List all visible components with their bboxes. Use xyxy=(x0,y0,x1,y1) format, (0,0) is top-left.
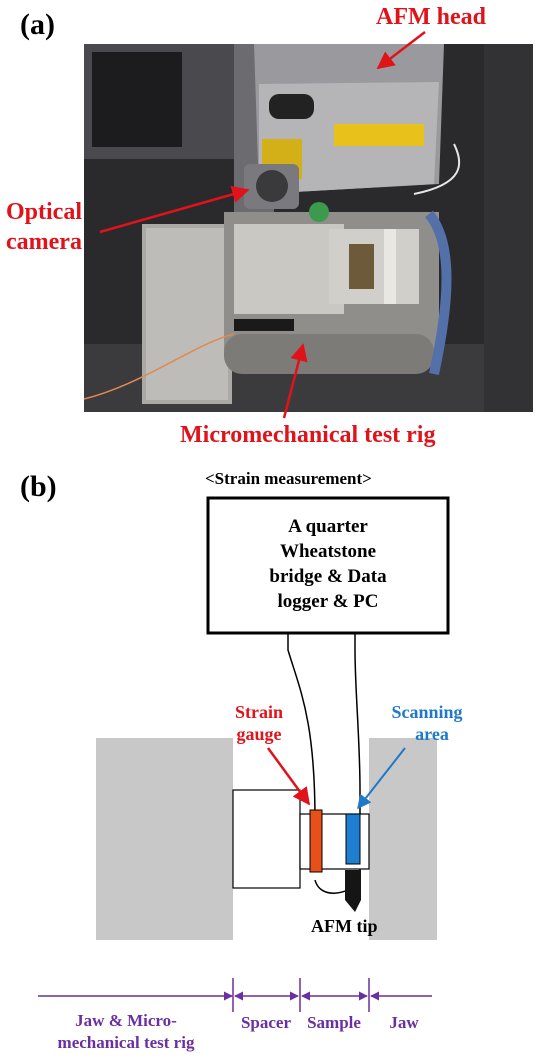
spacer-block xyxy=(232,789,301,889)
data-logger-line2: Wheatstone xyxy=(280,541,376,562)
test-rig-label: Micromechanical test rig xyxy=(180,422,435,448)
strain-measurement-title: <Strain measurement> xyxy=(205,469,372,488)
data-logger-box xyxy=(206,496,450,635)
dim-sample-label: Sample xyxy=(307,1013,361,1032)
optical-camera-arrow xyxy=(99,185,250,234)
strain-gauge xyxy=(309,809,323,873)
optical-camera-label-line1: Optical xyxy=(6,199,82,225)
afm-head-arrow xyxy=(376,31,426,70)
data-logger-line3: bridge & Data xyxy=(269,566,387,587)
scanning-area xyxy=(345,813,361,865)
scanning-area-label-line1: Scanning xyxy=(391,702,462,722)
test-rig-arrow xyxy=(282,343,308,419)
afm-tip-label: AFM tip xyxy=(311,916,378,936)
jaw-left xyxy=(96,738,233,940)
afm-head-label: AFM head xyxy=(376,4,487,30)
wire-left xyxy=(287,633,316,850)
dim-jaw-label: Jaw xyxy=(389,1013,419,1032)
wire-right xyxy=(314,633,361,894)
strain-gauge-arrow xyxy=(266,747,311,806)
afm-tip xyxy=(345,870,361,912)
afm-setup-photo-drawing xyxy=(84,44,533,412)
dim-jaw-micro-label-line1: Jaw & Micro- xyxy=(75,1011,177,1030)
afm-setup-photo xyxy=(84,44,533,412)
panel-a-annotations: AFM head Optical camera Micromechanical … xyxy=(6,4,487,448)
panel-a-label: (a) xyxy=(20,8,55,41)
strain-gauge-label-line1: Strain xyxy=(235,702,283,722)
scanning-area-label-line2: area xyxy=(415,724,449,744)
panel-b-diagram: <Strain measurement> A quarter Wheatston… xyxy=(38,469,463,1052)
optical-camera-label-line2: camera xyxy=(6,229,82,255)
data-logger-line4: logger & PC xyxy=(278,591,379,612)
jaw-right xyxy=(369,738,437,940)
dim-jaw-micro-label-line2: mechanical test rig xyxy=(58,1033,195,1052)
panel-b-label: (b) xyxy=(20,470,57,503)
scanning-area-arrow xyxy=(357,747,406,810)
strain-gauge-label-line2: gauge xyxy=(237,724,282,744)
dim-spacer-label: Spacer xyxy=(241,1013,292,1032)
data-logger-line1: A quarter xyxy=(288,516,368,537)
